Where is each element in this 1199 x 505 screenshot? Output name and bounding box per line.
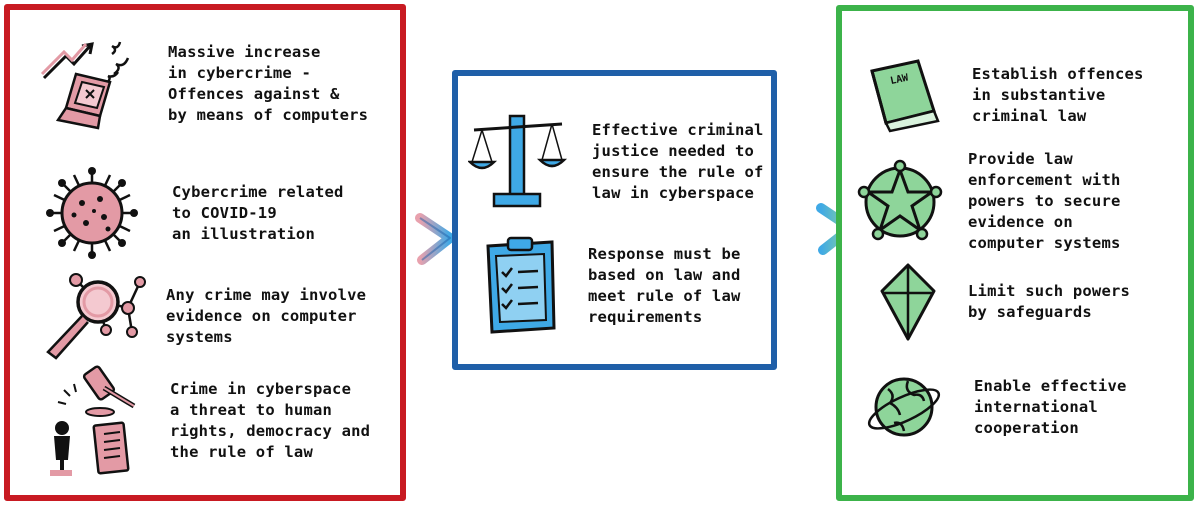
middle-item-text: Effective criminal justice needed to ens… — [592, 121, 764, 202]
arrow-left-to-middle — [362, 213, 455, 265]
clipboard-checklist-icon — [486, 236, 556, 334]
right-item-text: Enable effective international cooperati… — [974, 376, 1127, 437]
shield-icon — [880, 263, 936, 341]
virus-icon — [46, 167, 138, 259]
left-item-covid: Cybercrime related to COVID-19 an illust… — [44, 165, 344, 261]
left-item-threat: Crime in cyberspace a threat to human ri… — [42, 362, 370, 480]
left-item-text: Any crime may involve evidence on comput… — [166, 285, 367, 346]
right-item-cooperation: Enable effective international cooperati… — [864, 367, 1127, 447]
left-item-text: Massive increase in cybercrime - Offence… — [168, 43, 369, 124]
globe-orbit-icon — [867, 377, 941, 437]
laptop-trend-icon — [40, 41, 130, 130]
left-panel: Massive increase in cybercrime - Offence… — [4, 4, 406, 501]
right-item-text: Provide law enforcement with powers to s… — [968, 150, 1121, 252]
right-item-safeguards: Limit such powers by safeguards — [878, 261, 1130, 343]
middle-item-effective-justice: Effective criminal justice needed to ens… — [468, 110, 764, 214]
law-book-icon: LAW — [870, 59, 940, 133]
left-item-evidence: Any crime may involve evidence on comput… — [36, 268, 366, 364]
middle-item-response: Response must be based on law and meet r… — [474, 236, 741, 336]
magnifier-network-icon — [46, 273, 146, 360]
police-badge-icon — [857, 159, 943, 240]
left-item-text: Cybercrime related to COVID-19 an illust… — [172, 182, 344, 243]
right-item-law-enforcement: Provide law enforcement with powers to s… — [856, 149, 1121, 254]
middle-panel: Effective criminal justice needed to ens… — [452, 70, 777, 370]
scales-icon — [468, 114, 568, 208]
right-panel: LAW Establish offences in substantive cr… — [836, 5, 1194, 501]
right-item-offences: LAW Establish offences in substantive cr… — [864, 57, 1144, 133]
right-item-text: Limit such powers by safeguards — [968, 282, 1131, 321]
law-label: LAW — [889, 72, 910, 87]
gavel-person-icon — [50, 365, 136, 476]
left-item-cybercrime-increase: Massive increase in cybercrime - Offence… — [36, 34, 368, 134]
middle-item-text: Response must be based on law and meet r… — [588, 245, 741, 326]
right-item-text: Establish offences in substantive crimin… — [972, 64, 1144, 125]
left-item-text: Crime in cyberspace a threat to human ri… — [170, 380, 371, 461]
